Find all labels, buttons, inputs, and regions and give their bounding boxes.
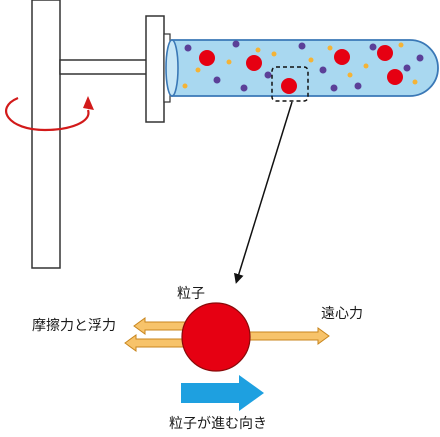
tube-particle-dot — [354, 82, 362, 90]
tube-particle-dot — [330, 84, 338, 92]
tube-particle-dot — [363, 63, 369, 69]
tube-particle-dot — [226, 59, 232, 65]
tube-particle-dot — [412, 79, 418, 85]
tube-particle-dot — [271, 51, 277, 57]
pointer-arrow-icon — [233, 101, 293, 284]
tube-particle-dot — [319, 66, 327, 74]
test-tube — [165, 39, 439, 97]
tube-particle-dot — [387, 69, 403, 85]
centrifugal-label: 遠心力 — [321, 306, 363, 322]
tube-particle-dot — [184, 44, 192, 52]
tube-particle-dot — [377, 45, 393, 61]
tube-particle-dot — [255, 47, 261, 53]
tube-particle-dot — [195, 67, 201, 73]
tube-particle-dot — [398, 42, 404, 48]
tube-particle-dot — [369, 43, 377, 51]
tube-particles — [182, 40, 424, 94]
direction-arrow — [181, 375, 264, 411]
tube-particle-dot — [264, 71, 272, 79]
tube-particle-dot — [347, 72, 353, 78]
tube-particle-dot — [334, 49, 350, 65]
tube-particle-dot — [182, 83, 188, 89]
tube-particle-dot — [199, 50, 215, 66]
particle-label: 粒子 — [177, 286, 205, 302]
rotor-shaft — [31, 0, 61, 269]
direction-label: 粒子が進む向き — [169, 416, 267, 432]
tube-particle-dot — [327, 45, 333, 51]
rotation-arrow-icon — [5, 96, 94, 132]
tube-particle-dot — [308, 57, 314, 63]
particle — [181, 302, 251, 372]
tube-opening — [165, 39, 179, 97]
tube-particle-dot — [281, 78, 297, 94]
friction-buoyancy-label: 摩擦力と浮力 — [32, 317, 116, 334]
tube-particle-dot — [240, 84, 248, 92]
tube-particle-dot — [298, 42, 306, 50]
tube-particle-dot — [213, 76, 221, 84]
tube-particle-dot — [416, 54, 424, 62]
tube-particle-dot — [403, 64, 411, 72]
rotor-arm — [59, 59, 157, 75]
tube-holder — [145, 15, 165, 123]
tube-particle-dot — [246, 55, 262, 71]
magnify-dashed-box-icon — [271, 66, 309, 102]
tube-particle-dot — [232, 40, 240, 48]
